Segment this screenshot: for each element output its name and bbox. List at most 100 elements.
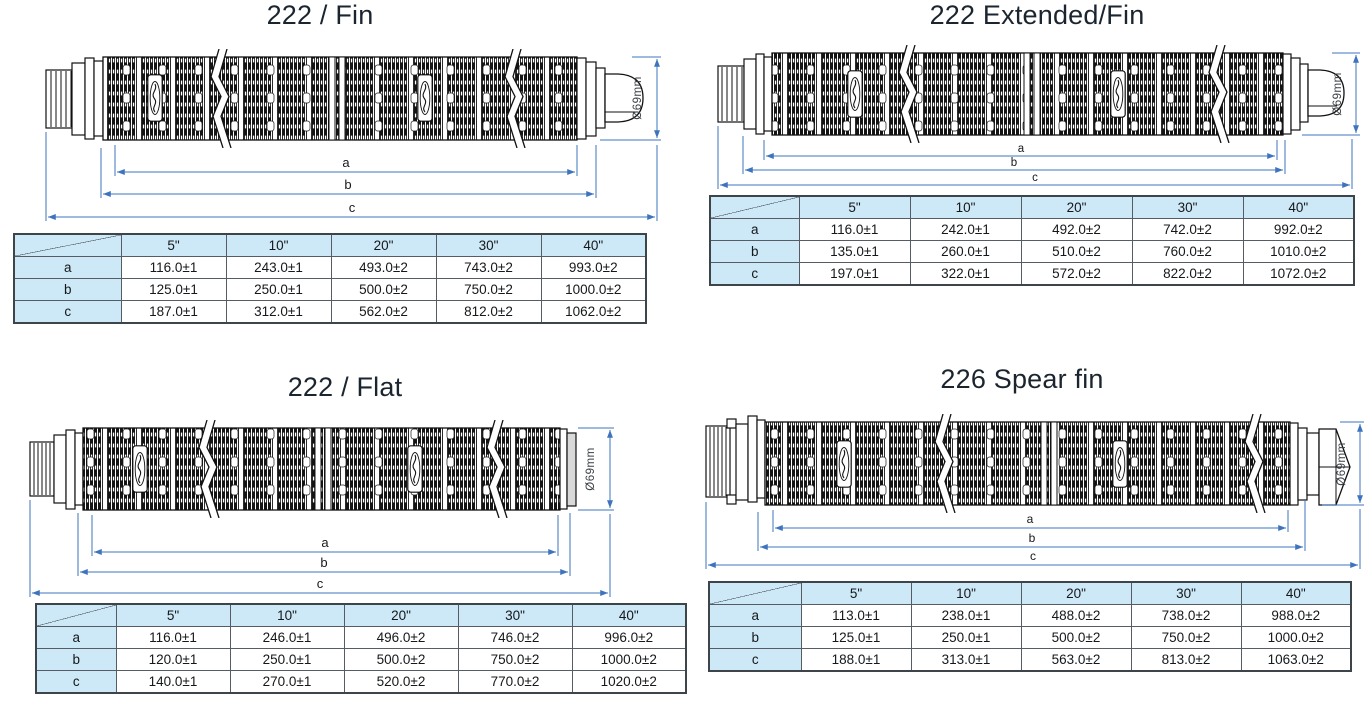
diameter-label: Ø69mm: [585, 447, 597, 490]
dimension-value-cell: 113.0±1: [800, 604, 912, 627]
dimension-value-cell: 500.0±2: [1020, 626, 1132, 649]
dimension-value-cell: 1020.0±2: [571, 670, 687, 694]
dimension-value-cell: 313.0±1: [910, 648, 1022, 672]
dimension-c-label: c: [317, 576, 324, 591]
dimension-value-cell: 1000.0±2: [540, 278, 647, 301]
table-corner-cell: [708, 581, 802, 605]
dimension-value-cell: 243.0±1: [225, 256, 332, 279]
dimension-value-cell: 246.0±1: [229, 626, 345, 649]
dimension-c-label: c: [1032, 172, 1038, 184]
dimension-value-cell: 312.0±1: [225, 300, 332, 324]
size-column-header: 5": [800, 581, 912, 605]
dimension-a: a: [763, 140, 1278, 160]
diagram-title-222-flat: 222 / Flat: [287, 372, 403, 402]
dimension-b: b: [100, 145, 597, 198]
diameter-dimension: Ø69mm: [1302, 52, 1360, 136]
dimension-value-cell: 520.0±2: [343, 670, 459, 694]
size-column-header: 40": [1242, 195, 1355, 219]
dimension-row-label: a: [13, 256, 122, 279]
dimension-a-label: a: [1027, 512, 1034, 526]
dimension-value-cell: 1062.0±2: [540, 300, 647, 324]
diameter-dimension: Ø69mm: [1322, 421, 1364, 506]
dimension-value-cell: 750.0±2: [457, 648, 573, 671]
dimension-value-cell: 187.0±1: [120, 300, 227, 324]
dimension-row-label: c: [708, 648, 802, 672]
dimension-value-cell: 493.0±2: [330, 256, 437, 279]
dimension-value-cell: 1000.0±2: [571, 648, 687, 671]
dimension-row-label: b: [35, 648, 117, 671]
dimension-b: b: [77, 513, 571, 576]
size-column-header: 40": [571, 603, 687, 627]
end-cap-spear: [1289, 422, 1351, 506]
size-column-header: 40": [540, 233, 647, 257]
dimension-value-cell: 488.0±2: [1020, 604, 1132, 627]
dimension-b-label: b: [1029, 531, 1036, 545]
cartridge-body: [102, 49, 578, 148]
dimension-c: c: [705, 502, 1361, 569]
dimension-value-cell: 188.0±1: [800, 648, 912, 672]
dimension-value-cell: 140.0±1: [115, 670, 231, 694]
brand-logo-icon: [1110, 70, 1126, 118]
dimension-value-cell: 750.0±2: [435, 278, 542, 301]
end-cap-flat: [559, 428, 577, 510]
dimension-value-cell: 992.0±2: [1242, 218, 1355, 241]
dimension-value-cell: 496.0±2: [343, 626, 459, 649]
table-corner-cell: [709, 195, 800, 219]
diagram-222-fin: Ø69mm a b c: [45, 49, 661, 221]
dimension-value-cell: 322.0±1: [909, 262, 1022, 286]
dimension-value-cell: 738.0±2: [1130, 604, 1242, 627]
dimension-value-cell: 1072.0±2: [1242, 262, 1355, 286]
cartridge-body: [82, 420, 561, 518]
dimension-value-cell: 562.0±2: [330, 300, 437, 324]
size-column-header: 10": [909, 195, 1022, 219]
dimension-value-cell: 116.0±1: [798, 218, 911, 241]
dimension-row-label: a: [708, 604, 802, 627]
cartridge-body: [764, 414, 1291, 513]
table-corner-cell: [13, 233, 122, 257]
dimension-value-cell: 822.0±2: [1131, 262, 1244, 286]
dimension-value-cell: 125.0±1: [120, 278, 227, 301]
dimension-value-cell: 116.0±1: [120, 256, 227, 279]
size-column-header: 40": [1240, 581, 1352, 605]
size-column-header: 20": [1020, 581, 1132, 605]
size-column-header: 10": [225, 233, 332, 257]
dimension-c: c: [29, 500, 611, 597]
size-column-header: 30": [457, 603, 573, 627]
dimension-c-label: c: [349, 200, 356, 215]
dimension-value-cell: 242.0±1: [909, 218, 1022, 241]
dimension-b-label: b: [1011, 157, 1017, 169]
dimension-a-label: a: [342, 155, 350, 170]
connector-lug-top: [726, 418, 737, 429]
dimension-a: a: [114, 145, 578, 176]
dimension-value-cell: 993.0±2: [540, 256, 647, 279]
dimension-value-cell: 250.0±1: [910, 626, 1022, 649]
size-column-header: 5": [120, 233, 227, 257]
dimension-value-cell: 250.0±1: [225, 278, 332, 301]
diameter-label: Ø69mm: [1336, 442, 1348, 485]
dimension-value-cell: 770.0±2: [457, 670, 573, 694]
diameter-dimension: Ø69mm: [578, 427, 614, 511]
dimension-row-label: a: [35, 626, 117, 649]
diagram-222-flat: Ø69mm a b c: [29, 420, 614, 597]
brand-logo-icon: [847, 70, 863, 118]
dimension-a-label: a: [321, 535, 329, 550]
dimension-value-cell: 1000.0±2: [1240, 626, 1352, 649]
diagram-title-226-spear-fin: 226 Spear fin: [940, 364, 1104, 394]
brand-logo-icon: [147, 74, 163, 122]
port-connector-222: [45, 57, 104, 140]
dimension-value-cell: 270.0±1: [229, 670, 345, 694]
size-column-header: 10": [229, 603, 345, 627]
dimension-value-cell: 996.0±2: [571, 626, 687, 649]
dimension-value-cell: 743.0±2: [435, 256, 542, 279]
dimension-b-label: b: [344, 177, 351, 192]
size-column-header: 20": [343, 603, 459, 627]
dimension-row-label: b: [709, 240, 800, 263]
size-column-header: 20": [330, 233, 437, 257]
dimension-value-cell: 500.0±2: [343, 648, 459, 671]
diameter-label: Ø69mm: [1332, 72, 1344, 115]
dimension-value-cell: 760.0±2: [1131, 240, 1244, 263]
